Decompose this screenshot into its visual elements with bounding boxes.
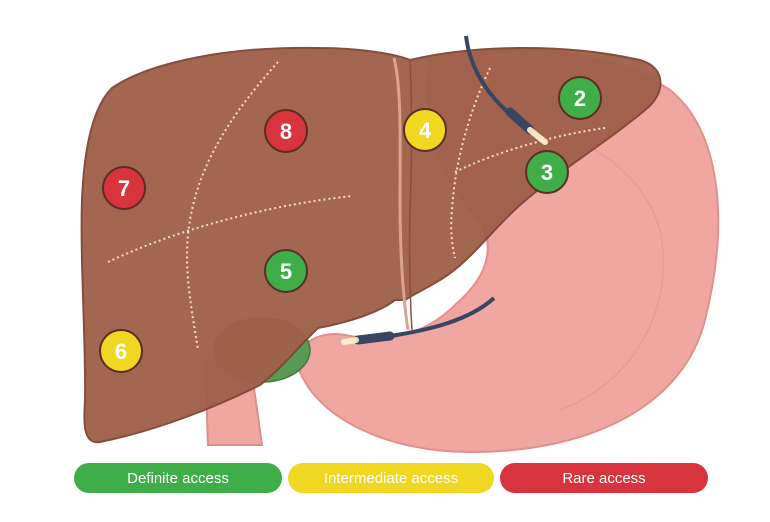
segment-6-label: 6 [115,339,127,364]
segment-3-circle [525,150,569,194]
segment-7-label: 7 [118,176,130,201]
segment-6-circle [99,329,143,373]
stomach [297,49,720,454]
ligament-shadow [408,59,413,331]
segment-lines [107,61,606,351]
segment-4-badge: 4 [403,108,447,152]
legend-intermediate-access: Intermediate access [288,463,494,493]
segment-8-label: 8 [280,119,292,144]
segment-5-badge: 5 [264,249,308,293]
segment-4-label: 4 [419,118,432,143]
segment-8-circle [264,109,308,153]
segment-3-label: 3 [541,160,553,185]
segment-5-circle [264,249,308,293]
segment-2-circle [558,76,602,120]
access-legend: Definite access Intermediate access Rare… [72,463,712,493]
lower-endoscope [341,296,496,345]
upper-endoscope [464,35,548,145]
segment-2-label: 2 [574,86,586,111]
segment-4-circle [403,108,447,152]
segment-5-label: 5 [280,259,292,284]
segment-3-badge: 3 [525,150,569,194]
segment-7-badge: 7 [102,166,146,210]
segment-8-badge: 8 [264,109,308,153]
segment-7-circle [102,166,146,210]
falciform-ligament [392,57,410,331]
legend-definite-access: Definite access [74,463,282,493]
segment-2-badge: 2 [558,76,602,120]
liver-illustration: 2 3 4 5 6 7 8 [80,35,720,454]
segment-6-badge: 6 [99,329,143,373]
liver [80,46,662,444]
legend-rare-access: Rare access [500,463,708,493]
